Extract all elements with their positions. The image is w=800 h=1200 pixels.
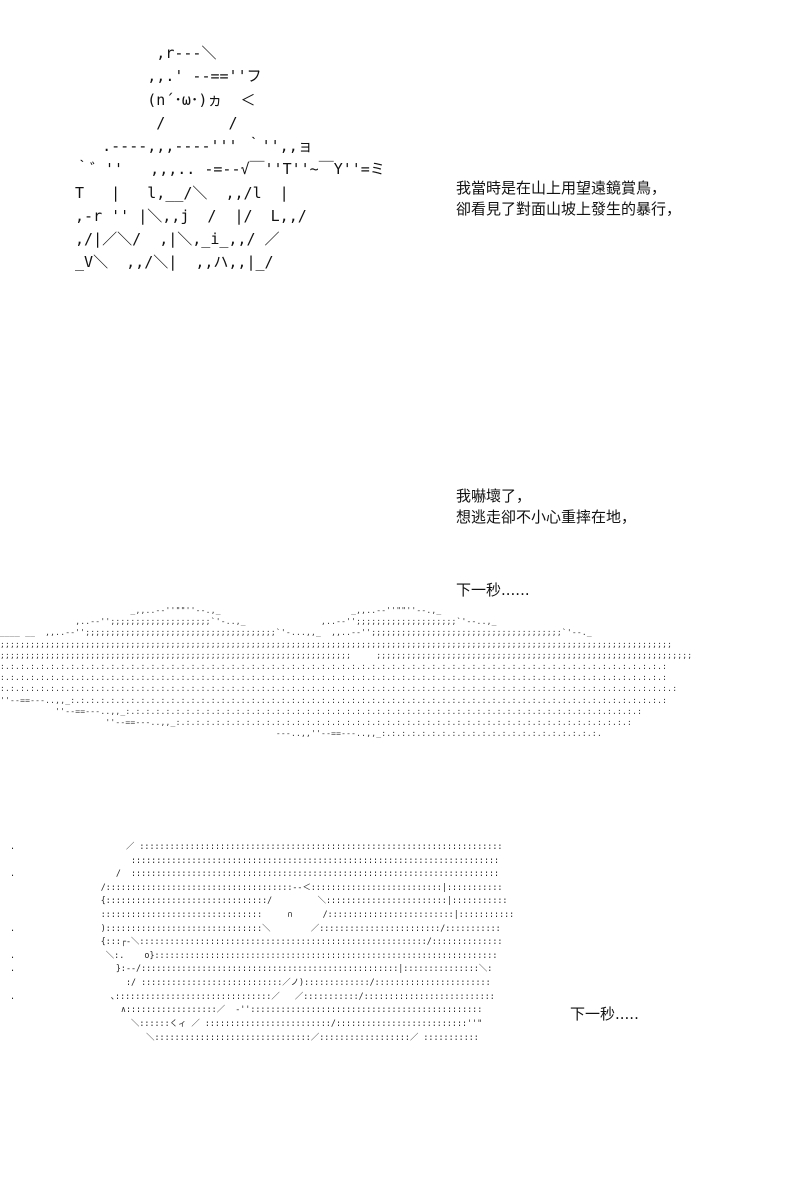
caption-next-second-2: 下一秒..... xyxy=(570,1004,639,1025)
caption-line: 卻看見了對面山坡上發生的暴行， xyxy=(456,200,682,218)
caption-line: 下一秒...... xyxy=(456,581,530,599)
caption-next-second: 下一秒...... xyxy=(456,580,530,601)
caption-line: 下一秒..... xyxy=(570,1005,639,1023)
caption-line: 我當時是在山上用望遠鏡賞鳥， xyxy=(456,179,667,197)
ascii-art-closeup-face: . ／ ::::::::::::::::::::::::::::::::::::… xyxy=(10,841,515,1042)
ascii-art-character-with-telescope: ,r‐‐‐＼ ,,.' ‐-==''フ (n´･ω･)ヵ ＜ / / .‐‐‐‐… xyxy=(75,44,385,272)
caption-line: 我嚇壞了， xyxy=(456,487,532,505)
ascii-art-mountains: _,,..-‐''""''‐-.,_ _,,..-‐''""''‐-.,_ ,.… xyxy=(0,606,693,739)
caption-line: 想逃走卻不小心重摔在地， xyxy=(456,508,637,526)
caption-fall: 我嚇壞了， 想逃走卻不小心重摔在地， xyxy=(456,486,636,528)
caption-birdwatching: 我當時是在山上用望遠鏡賞鳥， 卻看見了對面山坡上發生的暴行， xyxy=(456,178,681,220)
